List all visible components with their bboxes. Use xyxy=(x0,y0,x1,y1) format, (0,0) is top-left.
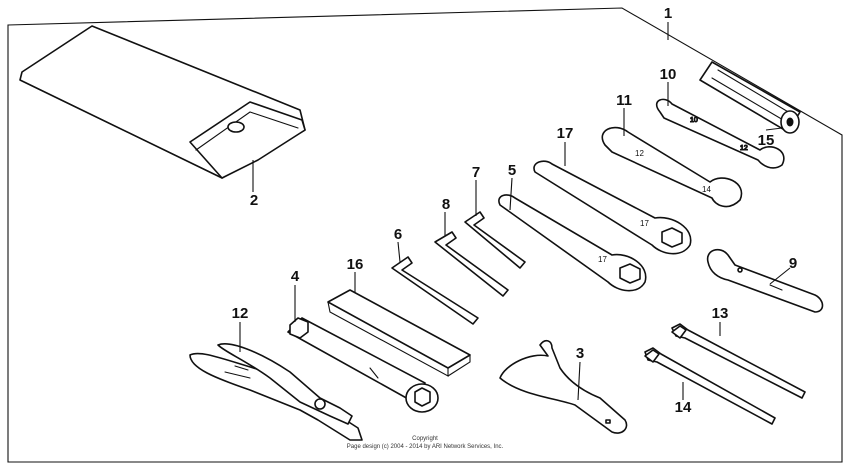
callout-8: 8 xyxy=(442,196,450,213)
leader-lines xyxy=(239,22,791,401)
ring-wrench-17: 17 xyxy=(533,160,692,255)
callout-12: 12 xyxy=(232,305,249,322)
callout-1: 1 xyxy=(664,5,672,22)
wrench-17-marking: 17 xyxy=(640,219,649,228)
ring-wrench-5: 17 xyxy=(498,194,647,292)
wrench-12x14: 12 14 xyxy=(601,126,743,208)
hook-spanner xyxy=(499,339,628,434)
wrench-11-marking-b: 14 xyxy=(702,185,711,194)
pin-wrench xyxy=(706,248,824,313)
callout-14: 14 xyxy=(675,399,692,416)
wrench-10x12: 10 12 xyxy=(655,98,785,169)
screwdriver-bit-14 xyxy=(644,347,776,425)
flat-bar xyxy=(327,289,471,377)
callout-2: 2 xyxy=(250,192,258,209)
screwdriver-bit-13 xyxy=(671,323,806,399)
callout-6: 6 xyxy=(394,226,402,243)
wrench-5-marking: 17 xyxy=(598,255,607,264)
hex-key-6 xyxy=(391,256,479,325)
callout-13: 13 xyxy=(712,305,729,322)
wrench-10-marking-a: 10 xyxy=(690,117,698,124)
wrench-11-marking-a: 12 xyxy=(635,149,644,158)
pliers xyxy=(189,343,363,441)
callout-5: 5 xyxy=(508,162,516,179)
hex-key-7 xyxy=(464,211,526,269)
tool-kit-outline xyxy=(7,7,843,463)
callout-4: 4 xyxy=(291,268,300,285)
hex-key-8 xyxy=(434,231,509,297)
callout-17: 17 xyxy=(557,125,574,142)
callout-7: 7 xyxy=(472,164,480,181)
socket-wrench xyxy=(287,317,439,413)
callout-3: 3 xyxy=(576,345,584,362)
callout-11: 11 xyxy=(616,92,632,109)
callout-16: 16 xyxy=(347,256,364,273)
callout-15: 15 xyxy=(758,132,775,149)
copyright-line-1: Copyright xyxy=(412,436,438,442)
wrench-10-marking-b: 12 xyxy=(740,145,748,152)
callout-10: 10 xyxy=(660,66,677,83)
copyright-line-2: Page design (c) 2004 - 2014 by ARI Netwo… xyxy=(347,444,504,450)
tool-bag xyxy=(19,25,306,179)
callout-9: 9 xyxy=(789,255,797,272)
screwdriver-handle xyxy=(699,61,801,134)
